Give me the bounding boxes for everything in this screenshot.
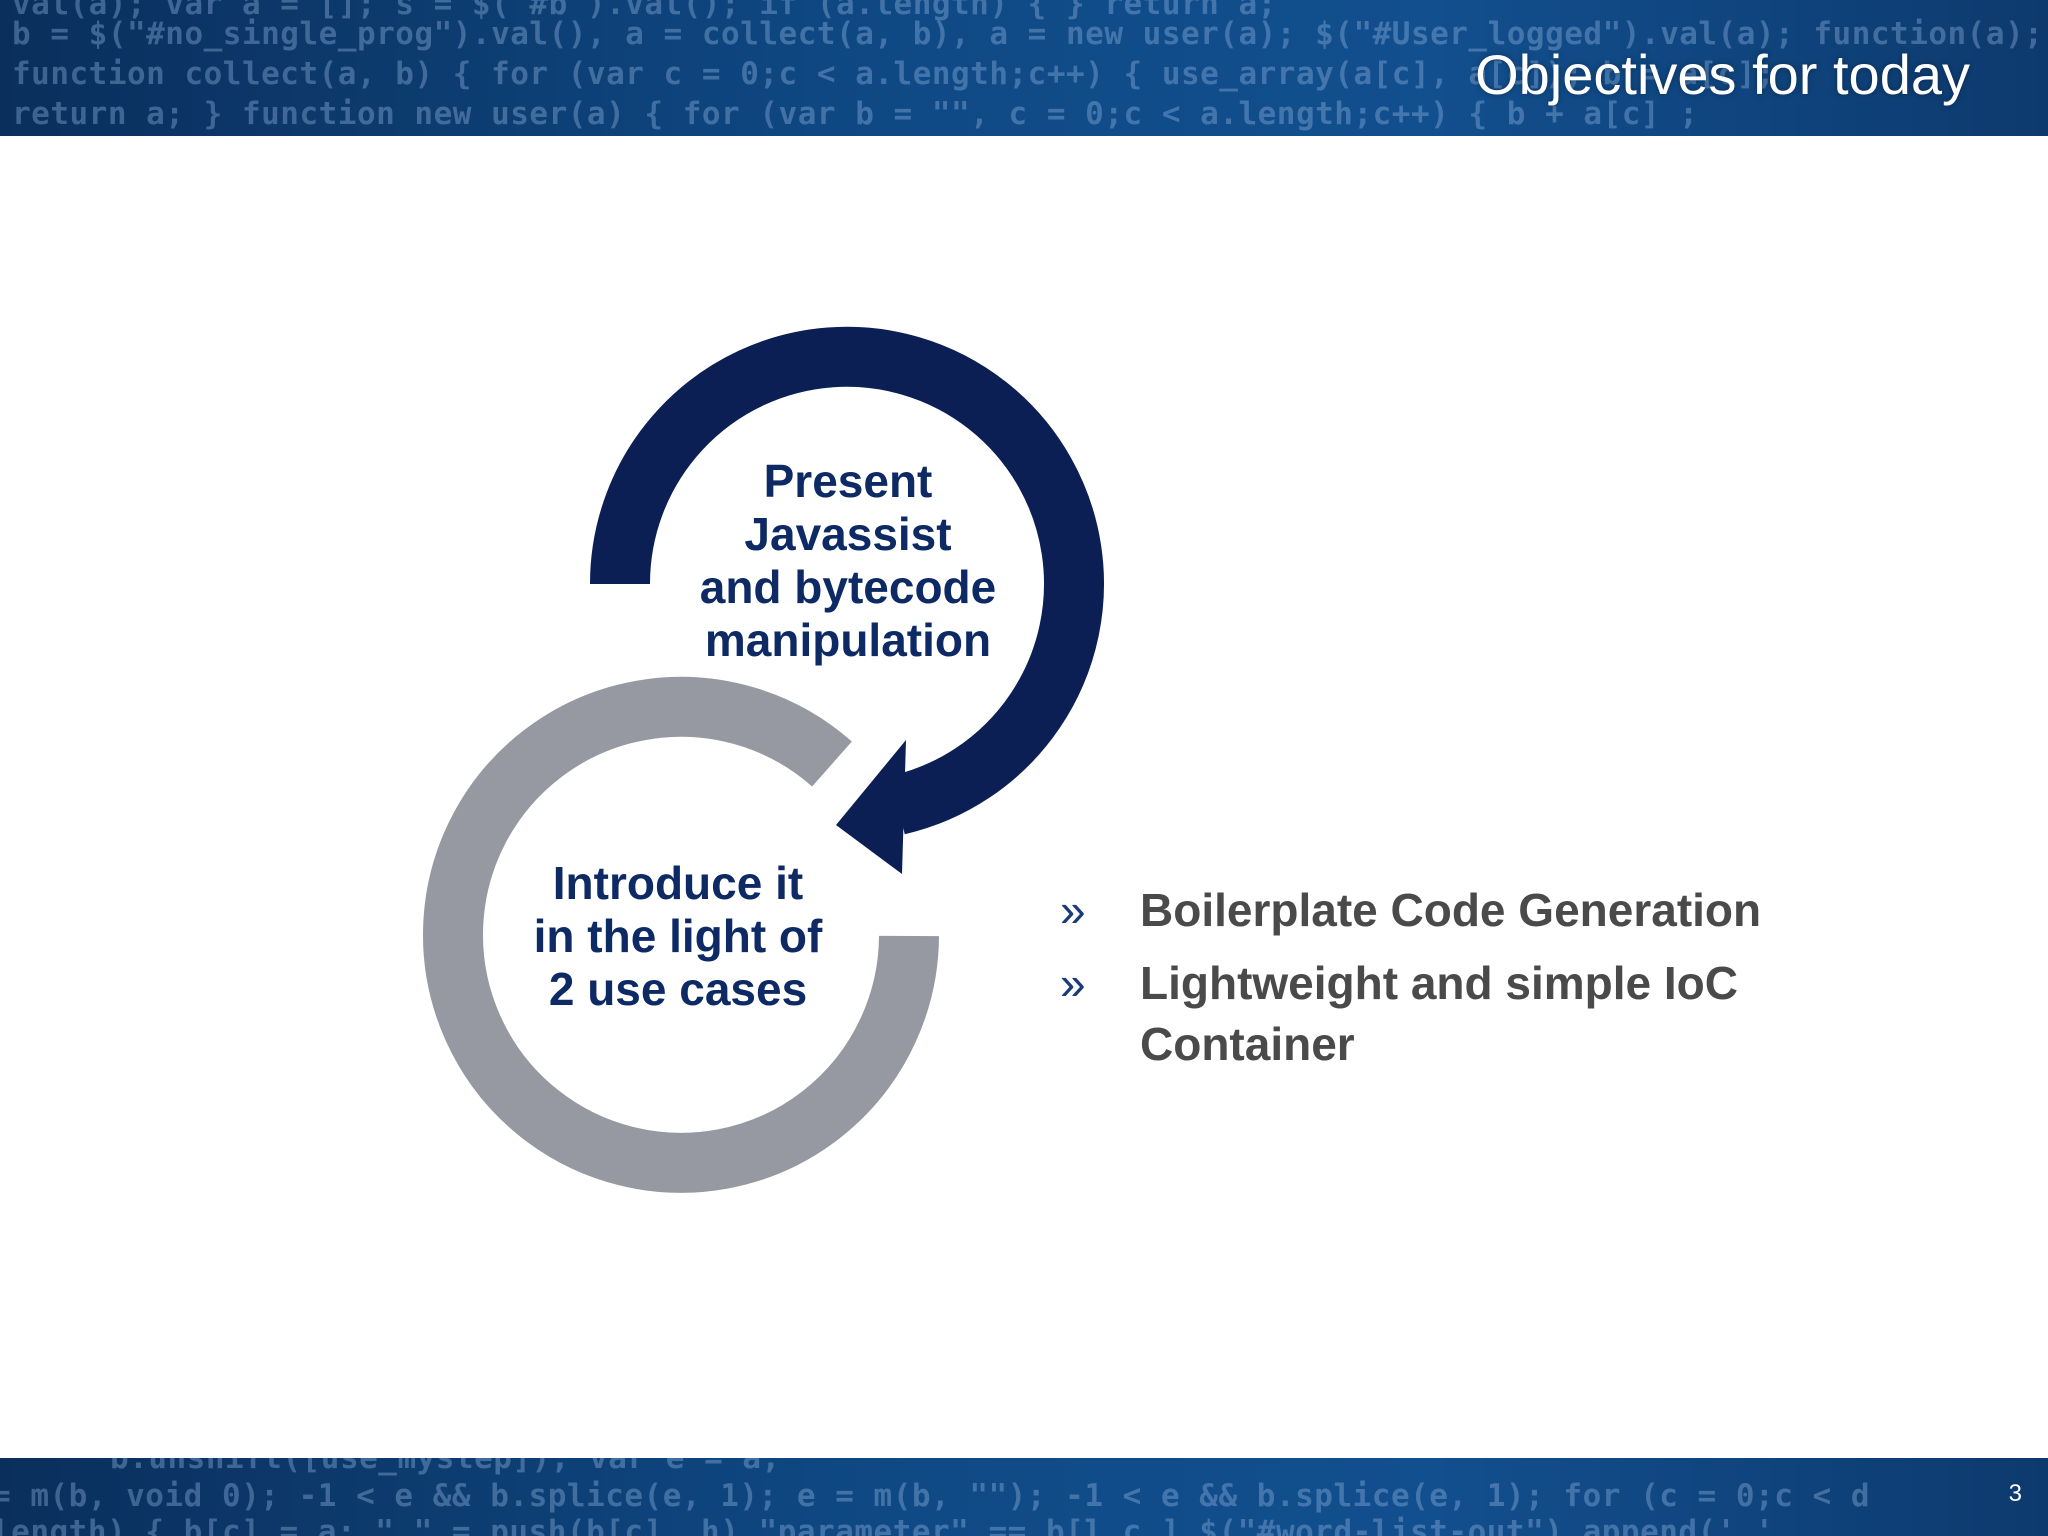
cycle-arrowhead-icon bbox=[836, 740, 906, 874]
bullet-marker-icon: » bbox=[1060, 957, 1086, 1009]
bottom-circle-line: in the light of bbox=[533, 910, 823, 962]
header-banner: val(a); var a = []; s = $("#b").val(); i… bbox=[0, 0, 2048, 136]
footer-banner: b.unshift([use_mystep]); var e = a; = m(… bbox=[0, 1458, 2048, 1536]
list-item: » Lightweight and simple IoC Container bbox=[1060, 953, 1920, 1075]
page-number: 3 bbox=[2008, 1480, 2022, 1507]
bullet-marker-icon: » bbox=[1060, 884, 1086, 936]
top-circle-line: Javassist bbox=[744, 508, 952, 560]
slide-title: Objectives for today bbox=[1475, 43, 1970, 106]
code-background-line: function collect(a, b) { for (var c = 0;… bbox=[12, 56, 1776, 92]
list-item: » Boilerplate Code Generation bbox=[1060, 880, 1920, 941]
code-background-line: return a; } function new user(a) { for (… bbox=[12, 96, 1699, 132]
top-circle-line: manipulation bbox=[704, 614, 992, 666]
objectives-list: » Boilerplate Code Generation » Lightwei… bbox=[1060, 880, 1920, 1087]
list-item-text: Boilerplate Code Generation bbox=[1140, 884, 1762, 936]
bottom-cycle-ring bbox=[423, 676, 939, 1193]
list-item-text: Lightweight and simple IoC Container bbox=[1140, 957, 1738, 1070]
top-cycle-ring bbox=[590, 326, 1104, 835]
bottom-circle-line: Introduce it bbox=[552, 857, 804, 909]
code-background-line: b = $("#no_single_prog").val(), a = coll… bbox=[12, 16, 2048, 52]
top-circle-text: Present Javassist and bytecode manipulat… bbox=[660, 455, 1036, 667]
bottom-circle-text: Introduce it in the light of 2 use cases bbox=[490, 857, 866, 1016]
top-circle-line: and bytecode bbox=[699, 561, 997, 613]
bottom-circle-line: 2 use cases bbox=[548, 963, 808, 1015]
code-background-line: = m(b, void 0); -1 < e && b.splice(e, 1)… bbox=[0, 1478, 1871, 1514]
code-background-line: length) { b[c] = a; " " = push(b[c], h) … bbox=[0, 1514, 1775, 1536]
code-background-line: b.unshift([use_mystep]); var e = a; bbox=[110, 1458, 781, 1476]
top-circle-line: Present bbox=[763, 455, 933, 507]
code-background-line: val(a); var a = []; s = $("#b").val(); i… bbox=[12, 0, 1277, 22]
